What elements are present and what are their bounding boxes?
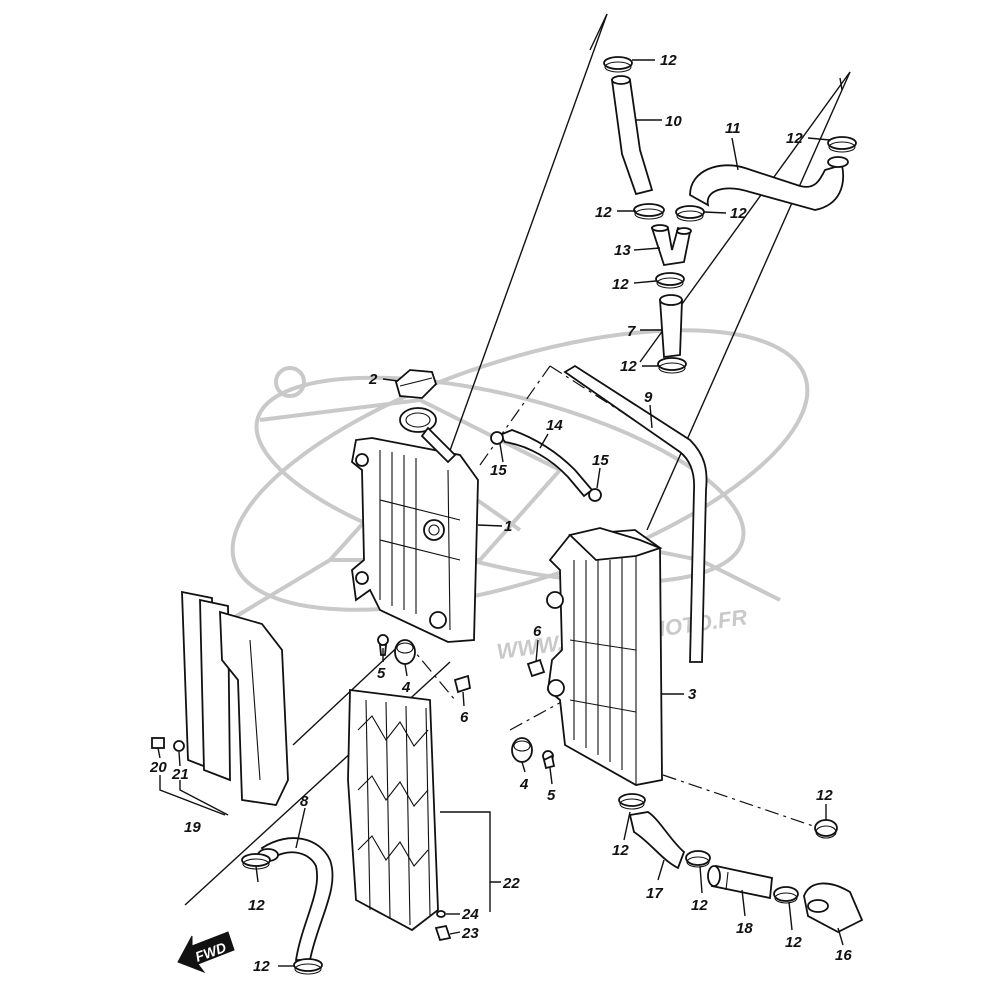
hose-17: [628, 811, 686, 870]
grommet-4-left: [394, 639, 416, 665]
callout-23: 23: [461, 925, 479, 942]
callout-24: 24: [461, 906, 479, 923]
callout-labels: 12 10 11 12 12 12 13 12 7 12 2 9 14 15 1…: [149, 52, 852, 975]
callout-21: 21: [171, 766, 189, 783]
callout-20: 20: [149, 759, 167, 776]
screw-21: [173, 740, 185, 752]
hose-clamp-17-top: [618, 793, 646, 810]
upper-hose-10: [610, 75, 654, 196]
fwd-label: FWD: [193, 939, 228, 965]
callout-12-g: 12: [248, 897, 265, 914]
callout-11: 11: [725, 120, 741, 137]
callout-12-d: 12: [730, 205, 747, 222]
pipe-18: [707, 864, 773, 900]
callout-12-a: 12: [660, 52, 677, 69]
left-radiator-1: [351, 407, 479, 643]
nut-20: [151, 737, 165, 749]
callout-19: 19: [184, 819, 201, 836]
callout-18: 18: [736, 920, 753, 937]
callout-4-right: 4: [519, 776, 529, 793]
callout-4-left: 4: [401, 679, 411, 696]
callout-5-left: 5: [377, 665, 386, 682]
bolt-6-left: [453, 674, 472, 694]
callout-3: 3: [688, 686, 697, 703]
radiator-cap-2: [394, 369, 438, 399]
washer-24: [436, 910, 446, 918]
callout-8: 8: [300, 793, 309, 810]
hose-clamp-16-top: [814, 819, 838, 839]
radiator-guard-22: [347, 688, 439, 932]
fwd-arrow-icon: FWD: [177, 931, 235, 974]
callout-12-f: 12: [620, 358, 637, 375]
callout-12-i: 12: [816, 787, 833, 804]
hose-clamp-top: [603, 56, 633, 73]
overflow-hose-14: [498, 429, 594, 498]
callout-15-b: 15: [592, 452, 609, 469]
clip-15-right: [588, 488, 602, 502]
hose-clamp-8-bottom: [293, 958, 323, 975]
hose-clamp-18: [773, 886, 799, 904]
hose-clamp-lower: [657, 357, 687, 374]
callout-10: 10: [665, 113, 682, 130]
callout-14: 14: [546, 417, 563, 434]
bolt-6-right: [526, 658, 546, 678]
grommet-4-right: [511, 737, 533, 763]
callout-9: 9: [644, 389, 653, 406]
callout-12-e: 12: [612, 276, 629, 293]
upper-hose-11: [689, 156, 849, 211]
hose-7: [659, 294, 683, 359]
callout-leaders: [157, 59, 844, 967]
callout-5-right: 5: [547, 787, 556, 804]
hose-clamp-17-bottom: [685, 850, 711, 868]
hose-clamp-mid: [655, 272, 685, 289]
callout-12-h: 12: [253, 958, 270, 975]
bolt-5-right: [542, 750, 556, 770]
callout-2: 2: [368, 371, 378, 388]
callout-1: 1: [504, 518, 512, 535]
hose-clamp-right: [827, 136, 857, 153]
hose-clamps-junction: [633, 203, 705, 222]
bolt-23: [434, 924, 452, 942]
callout-17: 17: [646, 885, 663, 902]
callout-7: 7: [627, 323, 636, 340]
callout-12-l: 12: [785, 934, 802, 951]
callout-13: 13: [614, 242, 631, 259]
callout-22: 22: [502, 875, 520, 892]
callout-12-b: 12: [786, 130, 803, 147]
radiator-shroud-19: [181, 590, 289, 806]
watermark-logo: WWW.ATOMICMOTO.FR moto: [228, 328, 810, 664]
right-radiator-3: [546, 527, 663, 786]
callout-12-k: 12: [691, 897, 708, 914]
callout-12-j: 12: [612, 842, 629, 859]
hose-16: [803, 882, 864, 934]
lower-hose-8: [257, 837, 334, 961]
callout-16: 16: [835, 947, 852, 964]
callout-15-a: 15: [490, 462, 507, 479]
y-joint-13: [650, 224, 692, 267]
callout-6-right: 6: [533, 623, 542, 640]
callout-12-c: 12: [595, 204, 612, 221]
callout-6-left: 6: [460, 709, 469, 726]
clip-15-left: [490, 431, 504, 445]
breather-tube-9: [563, 364, 708, 663]
